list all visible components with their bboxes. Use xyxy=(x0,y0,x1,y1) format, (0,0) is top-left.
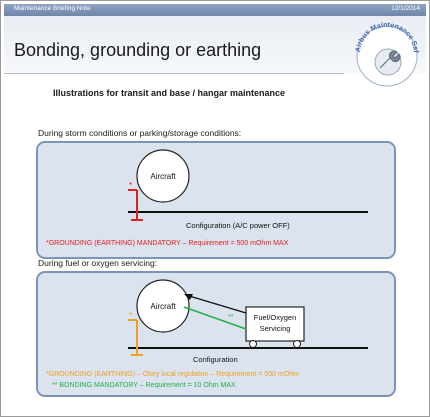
safety-panel-logo: Airbus Maintenance Safety Panel xyxy=(352,18,421,87)
fuel-panel: Aircraft Fuel/Oxygen Servicing ** * Conf… xyxy=(36,271,396,397)
cart-wheel-left xyxy=(249,340,257,348)
storm-requirement-note: *GROUNDING (EARTHING) MANDATORY – Requir… xyxy=(46,240,289,247)
title-underline xyxy=(4,73,344,74)
aircraft-icon xyxy=(136,149,190,203)
fuel-configuration-label: Configuration xyxy=(193,355,238,364)
cart-label-line1: Fuel/Oxygen xyxy=(254,313,297,322)
document-date: 12/1/2014 xyxy=(391,5,420,12)
storm-caption: During storm conditions or parking/stora… xyxy=(38,128,242,138)
aircraft-icon xyxy=(136,279,190,333)
fuel-diagram: Aircraft Fuel/Oxygen Servicing ** * Conf… xyxy=(46,279,368,389)
bonding-marker: ** xyxy=(228,314,234,321)
document-type-label: Maintenance Briefing Note xyxy=(14,5,91,12)
fuel-aircraft-label: Aircraft xyxy=(150,302,176,311)
bonding-cable xyxy=(183,306,247,330)
fuel-cart xyxy=(245,306,305,342)
top-bar: Maintenance Briefing Note 12/1/2014 xyxy=(4,4,426,16)
storm-panel: Aircraft * Configuration (A/C power OFF)… xyxy=(36,141,396,259)
fuel-caption: During fuel or oxygen servicing: xyxy=(38,258,158,268)
fuel-bonding-note: ** BONDING MANDATORY – Requirement = 10 … xyxy=(52,382,236,389)
header-band xyxy=(4,16,426,74)
subtitle: Illustrations for transit and base / han… xyxy=(53,88,286,98)
fuel-grounding-note: *GROUNDING (EARTHING) – Obey local regul… xyxy=(46,371,299,378)
fuel-hose xyxy=(185,294,247,314)
storm-aircraft-label: Aircraft xyxy=(150,172,176,181)
page-title: Bonding, grounding or earthing xyxy=(14,40,262,60)
storm-diagram: Aircraft * Configuration (A/C power OFF)… xyxy=(46,149,368,247)
storm-marker: * xyxy=(129,181,132,190)
hose-arrow-icon xyxy=(184,294,193,300)
fuel-grounding-marker: * xyxy=(129,311,132,320)
storm-configuration-label: Configuration (A/C power OFF) xyxy=(186,221,290,230)
cart-wheel-right xyxy=(293,340,301,348)
cart-label-line2: Servicing xyxy=(260,324,291,333)
